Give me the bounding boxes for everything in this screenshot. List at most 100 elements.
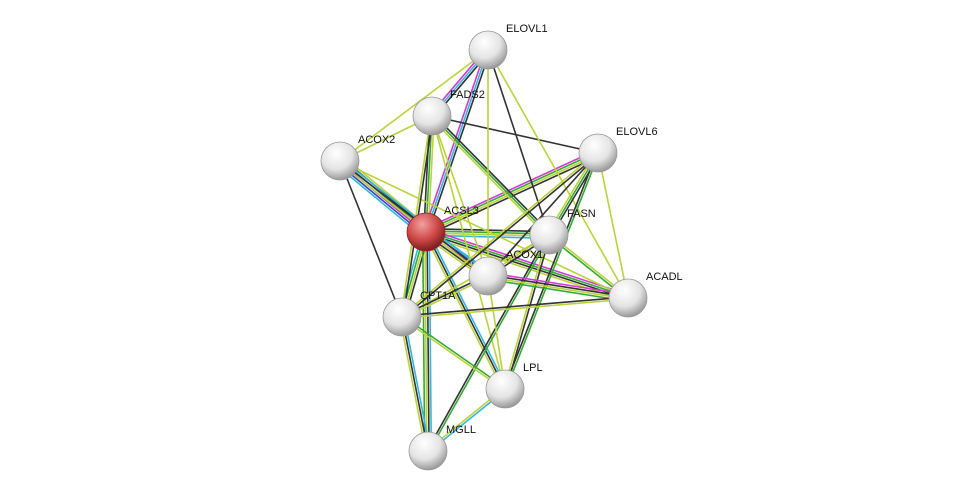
edge-evidence-textmining — [399, 317, 427, 452]
edge-evidence-coexpression — [401, 316, 429, 452]
edge-acsl3-mgll[interactable] — [421, 231, 433, 452]
edge-evidence-textmining — [487, 49, 629, 299]
edge-evidence-database — [427, 230, 508, 389]
edge-elovl6-acadl[interactable] — [597, 152, 629, 299]
node-label: ACOX1 — [506, 249, 543, 261]
edge-fads2-elovl6[interactable] — [431, 115, 599, 154]
node-lpl[interactable]: LPL — [485, 362, 543, 409]
edge-evidence-neighborhood — [402, 315, 507, 389]
edge-elovl6-acox1[interactable] — [487, 152, 599, 277]
edge-evidence-coexpression — [487, 152, 599, 277]
edge-evidence-textmining — [400, 317, 505, 391]
edge-acox1-acadl[interactable] — [487, 271, 629, 303]
node-elovl6[interactable]: ELOVL6 — [578, 126, 658, 173]
edge-evidence-experiments — [426, 228, 630, 296]
node-fasn[interactable]: FASN — [529, 208, 596, 255]
node-label: MGLL — [446, 424, 476, 436]
edge-evidence-neighborhood — [421, 232, 426, 452]
edge-acox2-elovl1[interactable] — [339, 49, 489, 162]
node-label: ELOVL1 — [506, 23, 548, 35]
edge-evidence-textmining — [431, 115, 506, 390]
edge-evidence-coexpression — [426, 234, 549, 451]
edge-evidence-textmining — [339, 49, 489, 162]
node-cpt1a[interactable]: CPT1A — [382, 290, 456, 337]
edge-evidence-textmining — [400, 151, 598, 317]
node-label: LPL — [523, 362, 543, 374]
edge-evidence-coexpression — [488, 274, 629, 298]
node-sphere[interactable] — [468, 30, 508, 70]
edge-elovl1-acadl[interactable] — [487, 49, 629, 299]
node-sphere[interactable] — [578, 133, 618, 173]
edge-fads2-acox1[interactable] — [431, 115, 489, 277]
edge-evidence-textmining — [431, 115, 489, 277]
edge-elovl6-cpt1a[interactable] — [400, 151, 600, 319]
node-sphere[interactable] — [412, 96, 452, 136]
edge-elovl6-lpl[interactable] — [503, 152, 600, 390]
edge-evidence-coexpression — [425, 232, 628, 300]
node-sphere[interactable] — [468, 256, 508, 296]
node-sphere[interactable] — [320, 141, 360, 181]
edge-evidence-textmining — [487, 276, 628, 300]
edge-acsl3-elovl6[interactable] — [424, 149, 600, 236]
node-mgll[interactable]: MGLL — [408, 424, 476, 471]
edge-fasn-mgll[interactable] — [426, 234, 551, 452]
edge-evidence-coexpression — [505, 235, 551, 390]
edge-evidence-textmining — [597, 152, 629, 299]
edge-acox2-acadl[interactable] — [339, 160, 629, 299]
edge-evidence-coexpression — [427, 50, 491, 233]
node-acox2[interactable]: ACOX2 — [320, 134, 395, 181]
edge-evidence-neighborhood — [426, 230, 629, 298]
edge-evidence-neighborhood — [431, 115, 550, 236]
edge-evidence-textmining — [429, 116, 549, 238]
edge-cpt1a-lpl[interactable] — [400, 315, 507, 391]
edge-evidence-experiments — [424, 149, 597, 230]
edge-fads2-fasn[interactable] — [429, 113, 552, 238]
edge-evidence-neighborhood — [425, 151, 598, 232]
edge-evidence-textmining — [503, 234, 549, 389]
node-sphere[interactable] — [485, 369, 525, 409]
edge-cpt1a-mgll[interactable] — [399, 316, 431, 452]
edge-evidence-textmining — [424, 234, 628, 302]
edge-cpt1a-acadl[interactable] — [401, 296, 629, 319]
edges-layer — [335, 48, 630, 453]
node-label: ACOX2 — [358, 134, 395, 146]
node-label: ACSL3 — [444, 205, 479, 217]
edge-evidence-coexpression — [432, 113, 552, 235]
edge-evidence-coexpression — [402, 153, 600, 319]
edge-evidence-neighborhood — [428, 235, 551, 452]
edge-evidence-neighborhood — [505, 153, 600, 390]
node-label: CPT1A — [420, 290, 456, 302]
edge-evidence-database — [403, 316, 431, 451]
edge-evidence-textmining — [424, 232, 428, 452]
edge-evidence-textmining — [339, 160, 629, 299]
edge-evidence-neighborhood — [487, 278, 628, 303]
edge-evidence-textmining — [427, 116, 435, 233]
node-sphere[interactable] — [408, 431, 448, 471]
edge-fads2-lpl[interactable] — [431, 115, 506, 390]
edge-fasn-lpl[interactable] — [503, 234, 551, 390]
node-sphere[interactable] — [382, 297, 422, 337]
edge-evidence-textmining — [426, 153, 599, 234]
edge-evidence-database — [428, 231, 433, 451]
node-label: ACADL — [646, 271, 683, 283]
node-acsl3[interactable]: ACSL3 — [406, 205, 479, 252]
node-label: ELOVL6 — [616, 126, 658, 138]
node-label: FASN — [567, 208, 596, 220]
node-elovl1[interactable]: ELOVL1 — [468, 23, 548, 70]
node-acox1[interactable]: ACOX1 — [468, 249, 543, 296]
node-acadl[interactable]: ACADL — [608, 271, 683, 318]
node-sphere[interactable] — [608, 278, 648, 318]
node-fads2[interactable]: FADS2 — [412, 89, 485, 136]
edge-evidence-textmining — [402, 298, 629, 319]
edge-acsl3-acadl[interactable] — [424, 228, 630, 302]
edge-evidence-experiments — [488, 271, 629, 296]
edge-acox2-cpt1a[interactable] — [339, 160, 403, 318]
edge-evidence-coexpression — [431, 115, 599, 154]
node-label: FADS2 — [450, 89, 485, 101]
node-sphere[interactable] — [406, 212, 446, 252]
edge-evidence-coexpression — [339, 160, 403, 318]
node-sphere[interactable] — [529, 215, 569, 255]
